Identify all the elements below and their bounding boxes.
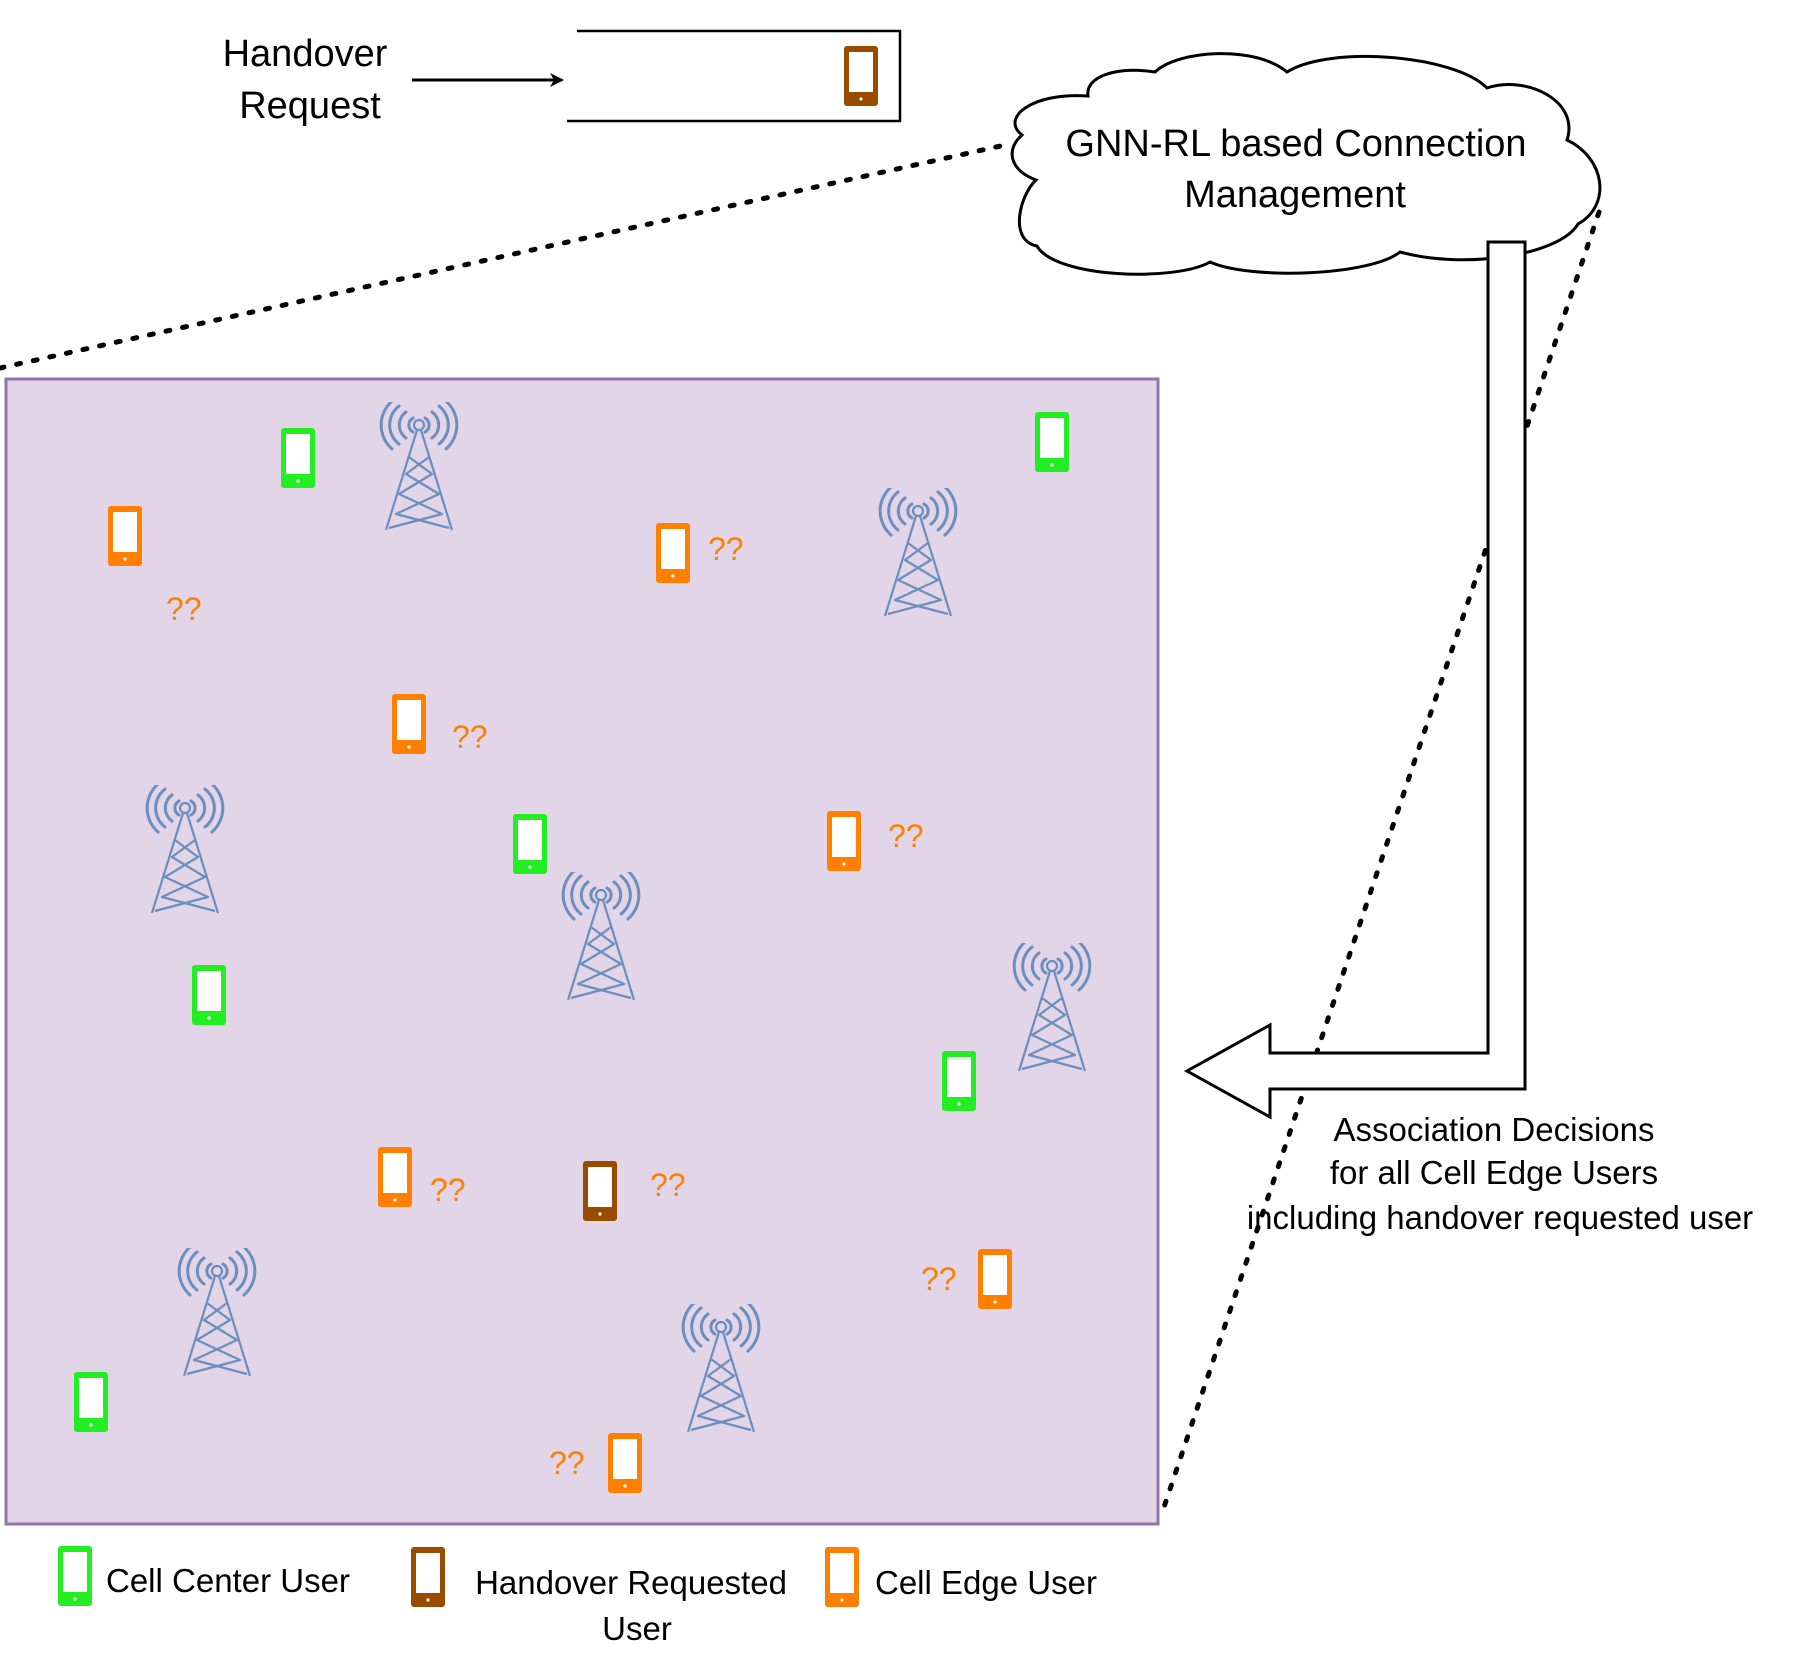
cell-center-user-phone-icon — [942, 1051, 976, 1111]
queued-handover-phone-icon — [844, 46, 878, 106]
cell-edge-user-phone-icon — [978, 1249, 1012, 1309]
legend-cell-center-label: Cell Center User — [106, 1562, 350, 1599]
cell-center-user-phone-icon — [1035, 412, 1069, 472]
decision-line1: Association Decisions — [1334, 1111, 1655, 1148]
legend-handover-label-line1: Handover Requested — [475, 1564, 787, 1601]
cell-edge-user-phone-icon — [608, 1433, 642, 1493]
legend-handover-phone-icon — [411, 1547, 445, 1607]
handover-label-line2: Request — [239, 85, 381, 127]
cell-center-user-phone-icon — [281, 428, 315, 488]
zoom-projection-line-right — [1160, 209, 1602, 1513]
association-decision-text: Association Decisions for all Cell Edge … — [1247, 1111, 1753, 1236]
unassigned-marker: ?? — [452, 719, 488, 755]
cell-edge-user-phone-icon — [108, 506, 142, 566]
decision-line3: including handover requested user — [1247, 1199, 1753, 1236]
cell-edge-user-phone-icon — [392, 694, 426, 754]
legend: Cell Center User Handover Requested User… — [58, 1546, 1097, 1647]
unassigned-marker: ?? — [549, 1445, 585, 1481]
handover-queue-box — [567, 29, 902, 123]
legend-cell-edge-phone-icon — [825, 1547, 859, 1607]
decision-line2: for all Cell Edge Users — [1330, 1154, 1658, 1191]
association-decision-arrow — [1183, 240, 1527, 1120]
legend-cell-center-phone-icon — [58, 1546, 92, 1606]
unassigned-marker: ?? — [430, 1172, 466, 1208]
cell-edge-user-phone-icon — [827, 811, 861, 871]
unassigned-marker: ?? — [166, 591, 202, 627]
handover-request: Handover Request — [223, 29, 902, 127]
unassigned-marker: ?? — [888, 818, 924, 854]
cell-edge-user-phone-icon — [378, 1147, 412, 1207]
legend-cell-edge-label: Cell Edge User — [875, 1564, 1097, 1601]
cell-center-user-phone-icon — [74, 1372, 108, 1432]
cloud-label-line2: Management — [1184, 174, 1406, 216]
cloud-label-line1: GNN-RL based Connection — [1065, 123, 1526, 165]
connection-management-cloud: GNN-RL based Connection Management — [1010, 52, 1602, 276]
unassigned-marker: ?? — [921, 1261, 957, 1297]
unassigned-marker: ?? — [650, 1167, 686, 1203]
zoom-projection-line-left — [0, 142, 1008, 371]
unassigned-markers: ?? ?? ?? ?? ?? ?? ?? ?? — [166, 531, 957, 1481]
cell-edge-user-phone-icon — [656, 523, 690, 583]
handover-label-line1: Handover — [223, 33, 388, 75]
handover-requested-user-phone-icon — [583, 1161, 617, 1221]
unassigned-marker: ?? — [708, 531, 744, 567]
legend-handover-label-line2: User — [602, 1610, 672, 1647]
cell-center-user-phone-icon — [513, 814, 547, 874]
cell-center-user-phone-icon — [192, 965, 226, 1025]
